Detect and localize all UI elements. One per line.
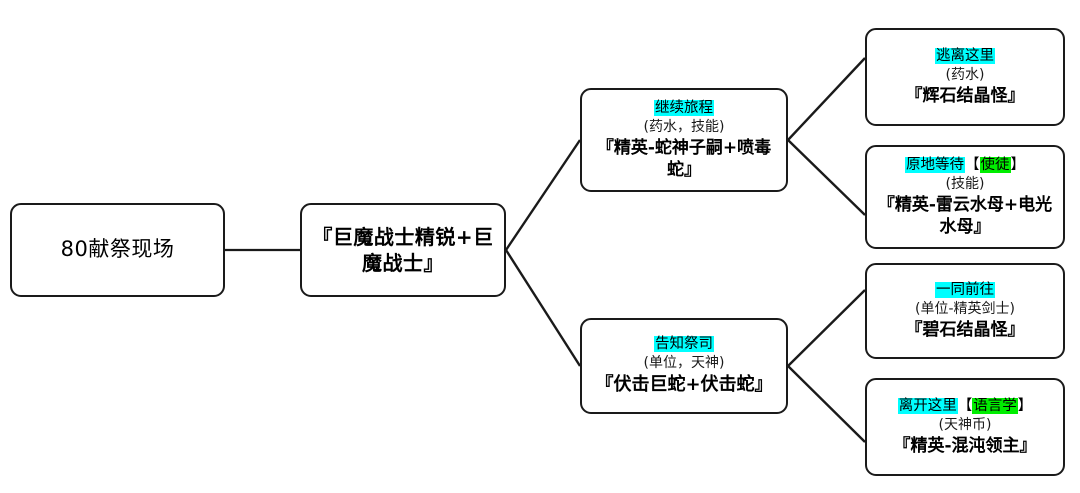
node-leaf-1-enemy: 『辉石结晶怪』: [905, 86, 1025, 107]
node-leaf-4-title-line: 离开这里【语言学】: [897, 397, 1033, 415]
node-leaf-2[interactable]: 原地等待【使徒】 (技能) 『精英-雷云水母+电光水母』: [865, 145, 1065, 249]
node-leaf-2-tag-open: 【: [965, 156, 980, 173]
edge-lower-leaf3: [787, 289, 866, 367]
node-root[interactable]: 80献祭现场: [10, 203, 225, 297]
node-stage1[interactable]: 『巨魔战士精锐+巨魔战士』: [300, 203, 506, 297]
node-leaf-1-title: 逃离这里: [935, 47, 995, 64]
node-leaf-4-tag: 语言学: [972, 397, 1018, 414]
node-leaf-3-enemy: 『碧石结晶怪』: [905, 320, 1025, 341]
node-leaf-3-title-line: 一同前往: [935, 281, 995, 299]
node-leaf-4-enemy: 『精英-混沌领主』: [893, 436, 1037, 457]
node-leaf-2-tag-close: 】: [1010, 156, 1026, 173]
edge-lower-leaf4: [787, 365, 866, 443]
node-leaf-2-enemy: 『精英-雷云水母+电光水母』: [877, 195, 1053, 238]
node-leaf-4-tag-close: 】: [1017, 397, 1033, 414]
node-branch-upper-reward: (药水，技能): [643, 118, 725, 135]
node-branch-lower-title: 告知祭司: [654, 336, 714, 353]
node-leaf-4-reward: (天神币): [938, 416, 992, 433]
node-leaf-2-tag: 使徒: [979, 156, 1011, 173]
node-branch-lower-enemy: 『伏击巨蛇+伏击蛇』: [595, 374, 773, 396]
node-branch-upper-enemy: 『精英-蛇神子嗣+喷毒蛇』: [596, 138, 772, 181]
node-leaf-4-tag-open: 【: [957, 397, 973, 414]
node-branch-upper-title-line: 继续旅程: [654, 99, 714, 117]
node-leaf-3-reward: (单位-精英剑士): [915, 300, 1015, 317]
node-stage1-label: 『巨魔战士精锐+巨魔战士』: [312, 224, 494, 275]
node-leaf-3[interactable]: 一同前往 (单位-精英剑士) 『碧石结晶怪』: [865, 263, 1065, 359]
node-leaf-1-title-line: 逃离这里: [935, 47, 995, 65]
node-root-label: 80献祭现场: [60, 237, 175, 262]
node-leaf-3-title: 一同前往: [935, 281, 995, 298]
edge-upper-leaf2: [787, 139, 866, 216]
edge-upper-leaf1: [787, 57, 866, 141]
edge-stage1-branch-upper: [505, 139, 581, 251]
node-branch-lower-title-line: 告知祭司: [654, 335, 714, 353]
node-leaf-4[interactable]: 离开这里【语言学】 (天神币) 『精英-混沌领主』: [865, 378, 1065, 476]
node-leaf-2-reward: (技能): [945, 175, 985, 192]
node-leaf-4-title: 离开这里: [897, 397, 958, 414]
node-leaf-1[interactable]: 逃离这里 (药水) 『辉石结晶怪』: [865, 28, 1065, 126]
node-leaf-2-title-line: 原地等待【使徒】: [905, 156, 1025, 174]
node-branch-lower-reward: (单位，天神): [643, 355, 725, 372]
node-leaf-2-title: 原地等待: [905, 156, 965, 173]
node-branch-upper-title: 继续旅程: [654, 99, 714, 116]
node-branch-upper[interactable]: 继续旅程 (药水，技能) 『精英-蛇神子嗣+喷毒蛇』: [580, 88, 788, 192]
node-branch-lower[interactable]: 告知祭司 (单位，天神) 『伏击巨蛇+伏击蛇』: [580, 318, 788, 414]
node-leaf-1-reward: (药水): [945, 66, 985, 83]
edge-stage1-branch-lower: [504, 249, 582, 367]
